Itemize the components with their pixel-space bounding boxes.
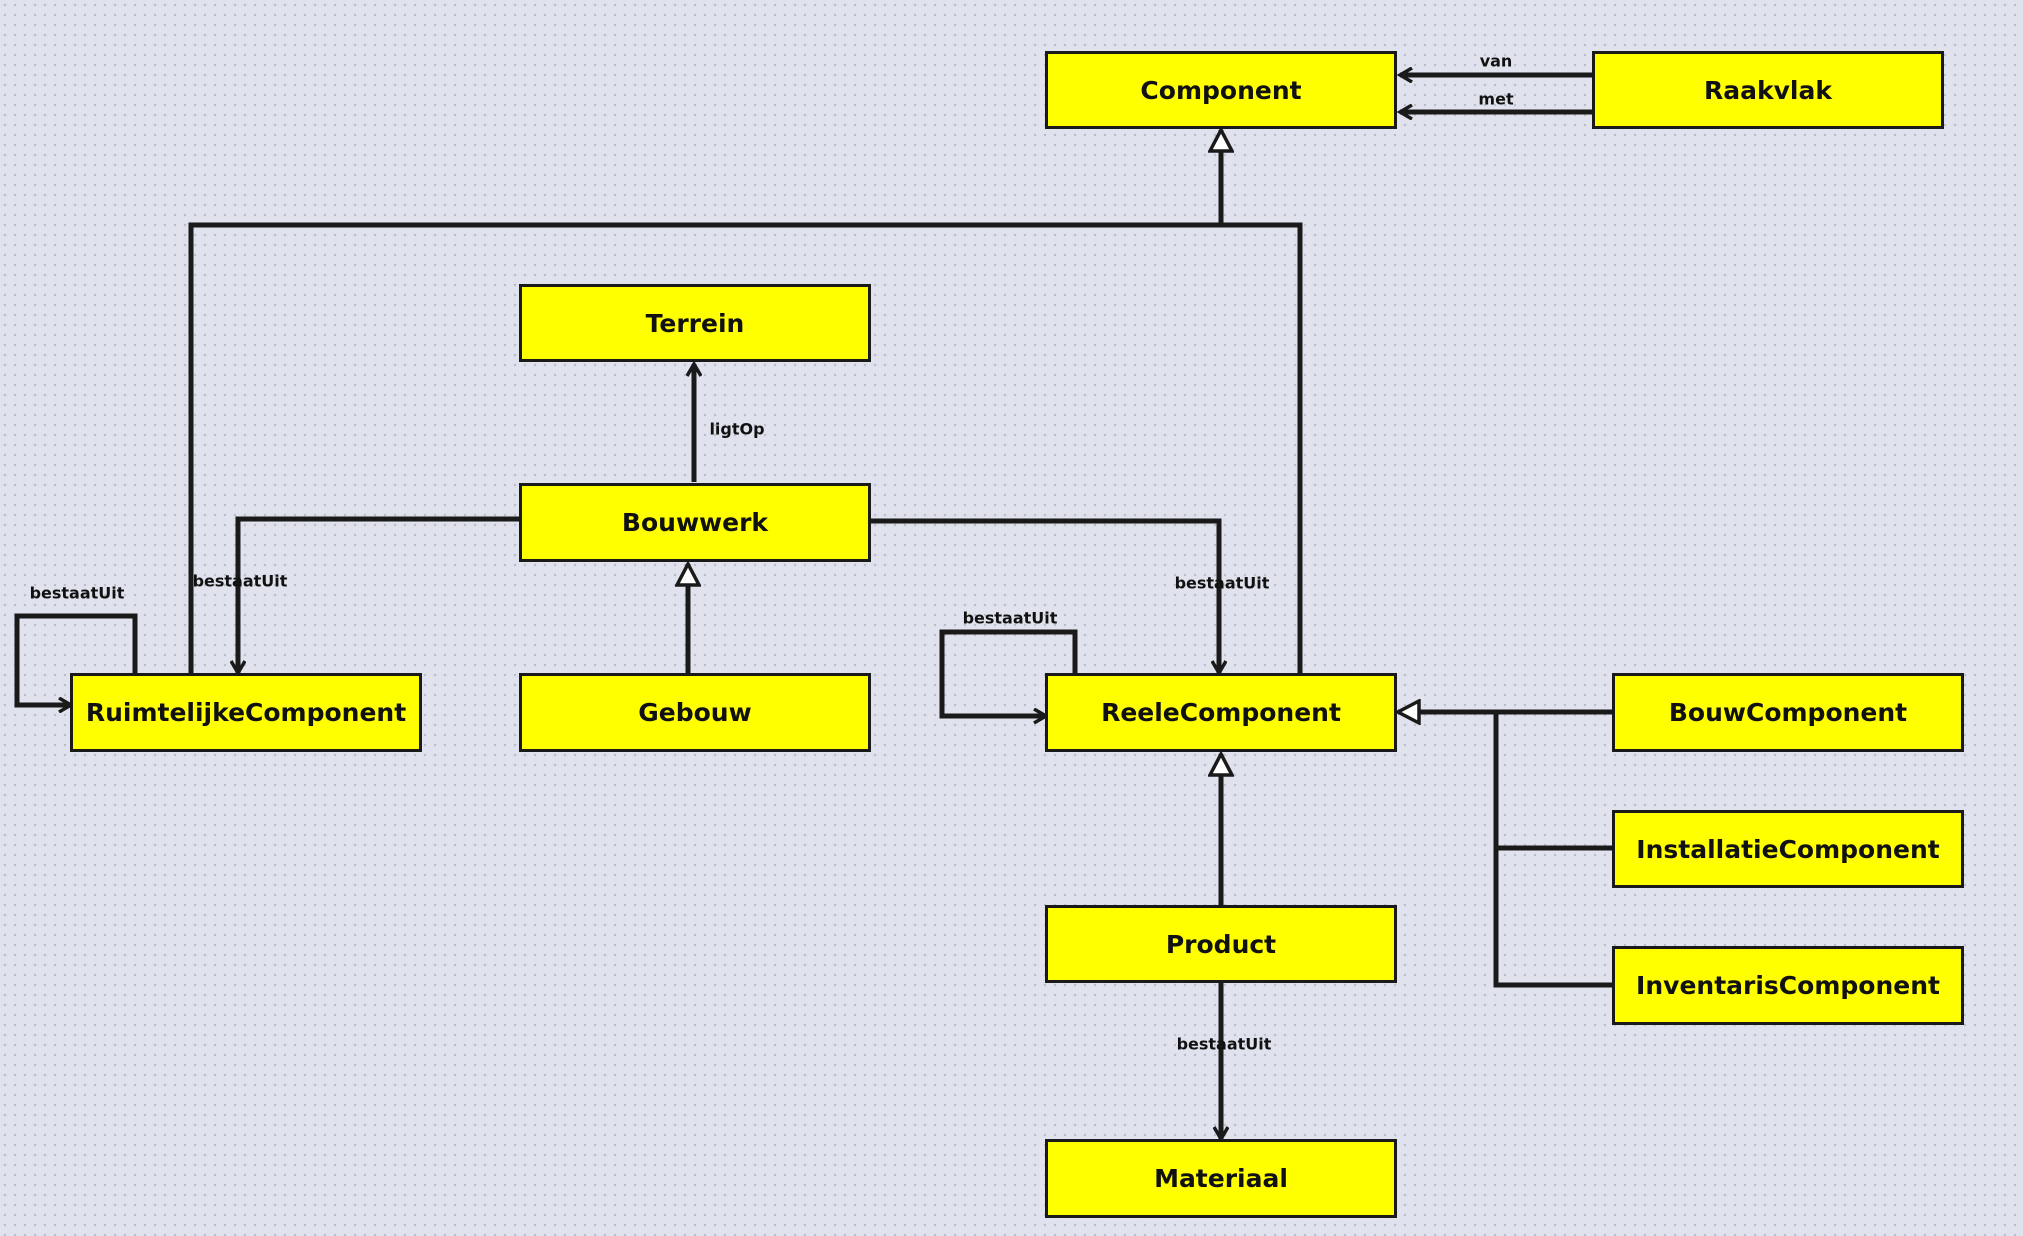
edge-reele-to-component (1221, 222, 1303, 673)
class-inventaris-component[interactable]: InventarisComponent (1612, 946, 1964, 1025)
label-bestaatuit-reele-self: bestaatUit (962, 608, 1058, 628)
class-ruimtelijke-component[interactable]: RuimtelijkeComponent (70, 673, 422, 752)
class-terrein[interactable]: Terrein (519, 284, 871, 362)
label-met: met (1478, 89, 1514, 109)
class-reele-component[interactable]: ReeleComponent (1045, 673, 1397, 752)
edge-bouwwerk-ruimtelijke (238, 516, 519, 673)
edge-reele-self (939, 629, 1078, 716)
edge-ruimtelijke-to-component (188, 222, 1221, 673)
class-materiaal[interactable]: Materiaal (1045, 1139, 1397, 1218)
class-product[interactable]: Product (1045, 905, 1397, 983)
label-bestaatuit-product-materiaal: bestaatUit (1176, 1034, 1272, 1054)
class-bouw-component[interactable]: BouwComponent (1612, 673, 1964, 752)
edge-ruimtelijke-self (14, 613, 138, 705)
label-ligtop: ligtOp (709, 419, 765, 439)
label-bestaatuit-bouwwerk-reele: bestaatUit (1174, 573, 1270, 593)
label-bestaatuit-ruimtelijke-self: bestaatUit (29, 583, 125, 603)
class-component[interactable]: Component (1045, 51, 1397, 129)
class-installatie-component[interactable]: InstallatieComponent (1612, 810, 1964, 888)
class-raakvlak[interactable]: Raakvlak (1592, 51, 1944, 129)
label-bestaatuit-bouwwerk-ruimtelijke: bestaatUit (192, 571, 288, 591)
label-van: van (1479, 51, 1513, 71)
class-bouwwerk[interactable]: Bouwwerk (519, 483, 871, 562)
edge-bouwwerk-reele (869, 518, 1219, 673)
edge-inventaris-to-reele (1493, 712, 1612, 988)
class-gebouw[interactable]: Gebouw (519, 673, 871, 752)
